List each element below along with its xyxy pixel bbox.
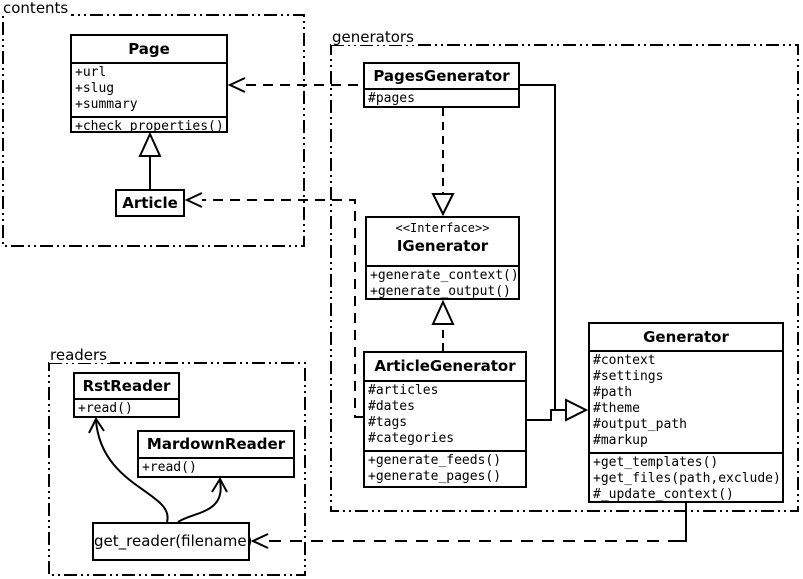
getreader-to-rstreader-curve [95,420,169,523]
package-label-contents: contents [2,0,72,16]
class-igenerator-methods: +generate_context() +generate_output() [367,265,518,301]
method: +generate_context() [370,268,518,283]
getreader-to-rstreader-arrowhead [88,417,105,434]
class-generator-methods: +get_templates() +get_files(path,exclude… [590,452,782,504]
articlegen-to-article-dashed [202,199,363,418]
attribute: #theme [593,401,640,416]
attribute: #pages [368,91,415,106]
attribute: #context [593,353,656,368]
function-get-reader: get_reader(filename) [92,522,253,561]
attribute: #markup [593,433,648,448]
class-pages-generator-title: PagesGenerator [373,67,510,85]
class-igenerator-title: IGenerator [396,237,489,255]
method: +generate_pages() [368,469,502,484]
attribute: #output_path [593,417,687,432]
method: +get_templates() [593,455,719,470]
attribute: #dates [368,399,415,414]
method: +check_properties() [75,119,224,134]
articlegen-to-generator-line [527,409,566,421]
method: +read() [78,401,133,416]
class-generator: Generator #context #settings #path #them… [588,322,784,503]
generator-to-getreader-stub [680,503,687,542]
class-article-generator-attributes: #articles #dates #tags #categories [365,380,525,450]
package-border-generators [330,44,799,512]
package-border-readers [48,362,306,576]
class-rst-reader-methods: +read() [75,398,178,418]
method: +get_files(path,exclude) [593,471,781,486]
class-article-generator-title: ArticleGenerator [374,357,516,375]
class-igenerator-stereotype: <<Interface>> [395,221,490,235]
class-pages-generator-attributes: #pages [365,88,518,108]
getreader-to-mardownreader-curve [177,480,222,523]
class-pages-generator: PagesGenerator #pages [363,62,520,108]
attribute: #tags [368,415,408,430]
class-mardown-reader: MardownReader +read() [137,430,295,478]
pagesgen-to-igenerator-triangle [431,193,455,217]
class-page-attributes: +url +slug +summary [72,62,226,116]
class-rst-reader: RstReader +read() [73,372,180,418]
generator-to-getreader-arrowhead [250,533,269,549]
getreader-to-mardownreader-arrowhead [211,476,228,493]
class-igenerator: <<Interface>> IGenerator +generate_conte… [365,216,520,300]
class-article-generator-methods: +generate_feeds() +generate_pages() [365,450,525,486]
class-igenerator-header: <<Interface>> IGenerator [367,218,518,265]
attribute: #settings [593,369,664,384]
generator-generalization-triangle [565,398,589,422]
articlegen-to-igenerator-triangle [431,299,455,325]
attribute: #path [593,385,633,400]
method: +generate_output() [370,284,511,299]
articlegen-to-article-arrowhead [184,192,203,208]
class-generator-title: Generator [643,328,729,346]
function-get-reader-label: get_reader(filename) [94,532,253,550]
attribute: +slug [75,81,115,96]
class-article-generator: ArticleGenerator #articles #dates #tags … [363,351,527,488]
class-rst-reader-title: RstReader [82,377,171,395]
attribute: #categories [368,431,455,446]
attribute: #articles [368,383,439,398]
package-label-generators: generators [331,29,417,45]
package-label-readers: readers [49,347,110,363]
method: #_update_context() [593,487,734,502]
class-article-title: Article [122,194,178,212]
class-page: Page +url +slug +summary +check_properti… [70,34,228,136]
attribute: +url [75,65,107,80]
article-to-page-triangle [138,131,162,157]
class-article: Article [115,189,185,217]
class-mardown-reader-methods: +read() [139,457,293,477]
class-page-methods: +check_properties() [72,116,226,136]
method: +read() [142,460,197,475]
package-border-contents [2,14,305,247]
class-generator-attributes: #context #settings #path #theme #output_… [590,350,782,452]
pagesgen-to-page-arrowhead [227,77,246,93]
class-mardown-reader-title: MardownReader [146,435,286,453]
attribute: +summary [75,97,138,112]
method: +generate_feeds() [368,453,502,468]
class-page-title: Page [128,40,170,58]
